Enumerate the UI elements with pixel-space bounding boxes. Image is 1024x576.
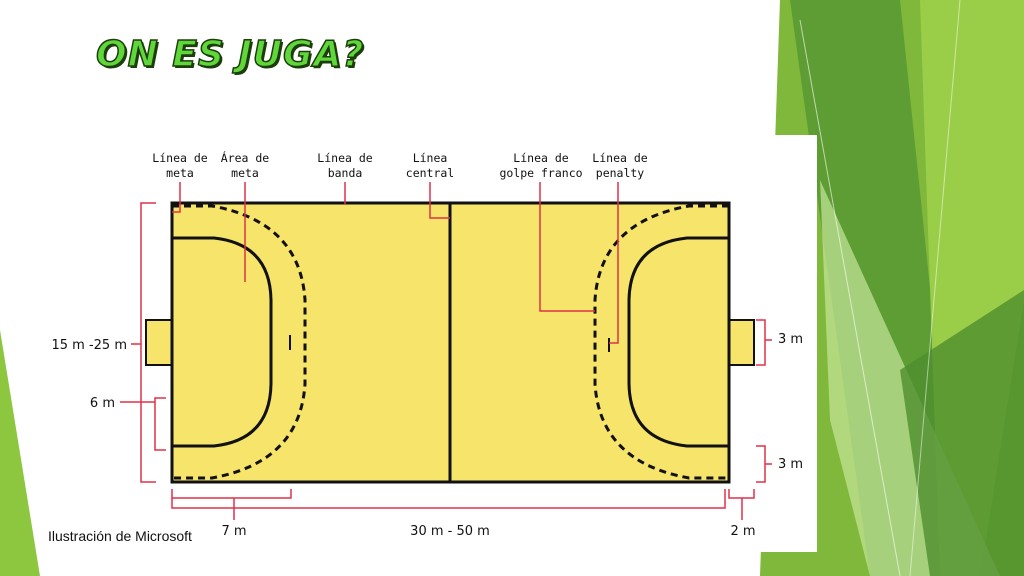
label-linea-meta-2: meta xyxy=(166,166,194,180)
label-linea-central-1: Línea xyxy=(413,151,448,165)
label-area-meta-1: Área de xyxy=(221,150,270,165)
label-area-meta-2: meta xyxy=(231,166,259,180)
bracket-7m xyxy=(171,489,292,499)
label-golpe-franco-2: golpe franco xyxy=(499,166,582,180)
deco-line xyxy=(799,19,901,576)
leader-linea-central xyxy=(429,182,450,219)
label-linea-banda-1: Línea de xyxy=(317,151,372,165)
right-shadow-band xyxy=(900,290,1024,576)
leader-golpe-franco xyxy=(539,182,595,312)
dim-area: 6 m xyxy=(90,396,115,411)
right-goal-area-line xyxy=(627,236,729,448)
dim-margin: 2 m xyxy=(730,524,755,539)
label-golpe-franco-1: Línea de xyxy=(513,151,568,165)
dim-width: 15 m -25 m xyxy=(52,338,128,353)
label-linea-central-2: central xyxy=(406,166,454,180)
leader-penalty xyxy=(609,182,619,344)
left-goal xyxy=(145,319,173,366)
bracket-3m-bottom xyxy=(756,445,766,483)
dim-goal-bottom: 3 m xyxy=(778,457,803,472)
bracket-2m xyxy=(728,489,755,499)
bracket-width xyxy=(140,202,156,483)
dim-goal-top: 3 m xyxy=(778,332,803,347)
label-linea-banda-2: banda xyxy=(328,166,363,180)
left-goal-area-line xyxy=(172,236,273,448)
label-penalty-1: Línea de xyxy=(592,151,647,165)
deco-line xyxy=(909,0,961,576)
slide-title: ON ES JUGA? xyxy=(95,33,365,76)
bracket-3m-top xyxy=(756,319,766,366)
leader-lines xyxy=(120,182,772,520)
label-linea-meta-1: Línea de xyxy=(152,151,207,165)
illustration-credit: Ilustración de Microsoft xyxy=(48,528,192,544)
dim-area-depth: 7 m xyxy=(221,524,246,539)
bracket-length xyxy=(171,489,726,509)
left-green-shape xyxy=(0,330,40,576)
label-penalty-2: penalty xyxy=(596,166,645,180)
dim-length: 30 m - 50 m xyxy=(410,524,490,539)
right-goal xyxy=(728,319,755,366)
bracket-6m xyxy=(154,397,166,451)
leader-linea-meta xyxy=(172,182,181,213)
